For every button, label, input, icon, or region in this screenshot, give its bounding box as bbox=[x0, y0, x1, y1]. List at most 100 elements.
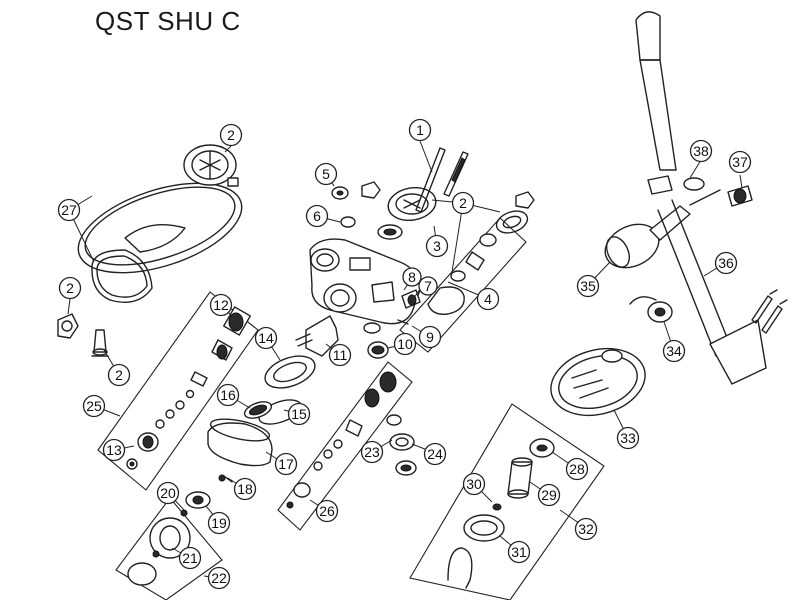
small-parts-5-6 bbox=[331, 181, 381, 228]
callout-38: 38 bbox=[689, 139, 713, 163]
callout-2: 2 bbox=[451, 191, 475, 215]
callout-24: 24 bbox=[423, 442, 447, 466]
svg-text:24: 24 bbox=[427, 446, 443, 462]
parts-23-24 bbox=[386, 414, 417, 476]
small-parts-18-20 bbox=[180, 474, 233, 517]
svg-text:21: 21 bbox=[182, 550, 198, 566]
callout-32: 32 bbox=[574, 517, 598, 541]
nut-left bbox=[57, 313, 79, 339]
callout-36: 36 bbox=[714, 251, 738, 275]
diagram-title: QST SHU C bbox=[95, 6, 241, 36]
fixing-kit-32 bbox=[409, 403, 605, 600]
svg-text:38: 38 bbox=[693, 143, 709, 159]
callout-25: 25 bbox=[82, 394, 106, 418]
svg-text:8: 8 bbox=[408, 269, 416, 285]
clip-34 bbox=[629, 296, 673, 323]
callout-13: 13 bbox=[102, 438, 126, 462]
svg-text:5: 5 bbox=[322, 166, 330, 182]
svg-text:10: 10 bbox=[397, 336, 413, 352]
cover-plate-27 bbox=[77, 182, 243, 274]
callout-8: 8 bbox=[402, 267, 422, 287]
callout-4: 4 bbox=[476, 287, 500, 311]
rings-14-17 bbox=[207, 355, 316, 467]
callout-2: 2 bbox=[219, 123, 243, 147]
svg-text:18: 18 bbox=[237, 481, 253, 497]
svg-text:15: 15 bbox=[291, 406, 307, 422]
callout-37: 37 bbox=[728, 150, 752, 174]
svg-text:2: 2 bbox=[66, 280, 74, 296]
nut-washer-right bbox=[495, 191, 535, 234]
knob-cap-top bbox=[183, 144, 239, 187]
cartridge-kit-26 bbox=[277, 361, 413, 531]
callout-20: 20 bbox=[156, 481, 180, 505]
callout-18: 18 bbox=[233, 477, 257, 501]
part-drawings bbox=[57, 11, 788, 600]
callout-23: 23 bbox=[360, 440, 384, 464]
svg-text:32: 32 bbox=[578, 521, 594, 537]
callout-6: 6 bbox=[305, 204, 329, 228]
parts-9-11 bbox=[295, 315, 409, 359]
svg-text:30: 30 bbox=[466, 476, 482, 492]
callout-26: 26 bbox=[315, 499, 339, 523]
callout-14: 14 bbox=[254, 326, 278, 350]
svg-text:14: 14 bbox=[258, 330, 274, 346]
svg-text:1: 1 bbox=[416, 122, 424, 138]
svg-text:4: 4 bbox=[484, 291, 492, 307]
pin-left bbox=[91, 329, 109, 357]
svg-text:31: 31 bbox=[511, 544, 527, 560]
callout-30: 30 bbox=[462, 472, 486, 496]
svg-text:7: 7 bbox=[424, 278, 432, 294]
svg-text:12: 12 bbox=[213, 297, 229, 313]
soap-dish-33 bbox=[550, 347, 646, 417]
svg-text:23: 23 bbox=[364, 444, 380, 460]
callout-21: 21 bbox=[178, 546, 202, 570]
callout-33: 33 bbox=[616, 426, 640, 450]
shower-head-35 bbox=[604, 205, 691, 269]
valve-body bbox=[309, 238, 421, 325]
svg-text:29: 29 bbox=[541, 487, 557, 503]
callout-22: 22 bbox=[207, 566, 231, 590]
rods-1 bbox=[415, 147, 469, 213]
cartridge-kit-25 bbox=[97, 291, 259, 491]
callout-31: 31 bbox=[507, 540, 531, 564]
callout-3: 3 bbox=[425, 234, 449, 258]
svg-text:27: 27 bbox=[61, 202, 77, 218]
svg-text:22: 22 bbox=[211, 570, 227, 586]
callout-10: 10 bbox=[393, 332, 417, 356]
svg-text:16: 16 bbox=[220, 387, 236, 403]
svg-text:34: 34 bbox=[666, 343, 682, 359]
svg-text:26: 26 bbox=[319, 503, 335, 519]
callout-29: 29 bbox=[537, 483, 561, 507]
svg-text:9: 9 bbox=[426, 329, 434, 345]
svg-text:35: 35 bbox=[580, 278, 596, 294]
svg-text:2: 2 bbox=[227, 127, 235, 143]
callout-15: 15 bbox=[287, 402, 311, 426]
callout-28: 28 bbox=[565, 457, 589, 481]
svg-text:33: 33 bbox=[620, 430, 636, 446]
callout-2: 2 bbox=[107, 363, 131, 387]
svg-text:25: 25 bbox=[86, 398, 102, 414]
callout-2: 2 bbox=[58, 276, 82, 300]
knob-kit-22 bbox=[115, 497, 223, 600]
riser-rail-36 bbox=[635, 11, 767, 385]
svg-text:20: 20 bbox=[160, 485, 176, 501]
callout-5: 5 bbox=[314, 162, 338, 186]
svg-text:13: 13 bbox=[106, 442, 122, 458]
callout-16: 16 bbox=[216, 383, 240, 407]
callout-1: 1 bbox=[408, 118, 432, 142]
callout-35: 35 bbox=[576, 274, 600, 298]
gasket-27 bbox=[91, 249, 153, 303]
seal-kit-4 bbox=[399, 217, 527, 353]
callout-19: 19 bbox=[207, 511, 231, 535]
svg-text:2: 2 bbox=[459, 195, 467, 211]
callout-17: 17 bbox=[274, 452, 298, 476]
svg-text:17: 17 bbox=[278, 456, 294, 472]
callout-9: 9 bbox=[418, 325, 442, 349]
callout-12: 12 bbox=[209, 293, 233, 317]
svg-text:2: 2 bbox=[115, 367, 123, 383]
svg-text:36: 36 bbox=[718, 255, 734, 271]
knob-cap-centre bbox=[377, 187, 437, 240]
svg-text:37: 37 bbox=[732, 154, 748, 170]
